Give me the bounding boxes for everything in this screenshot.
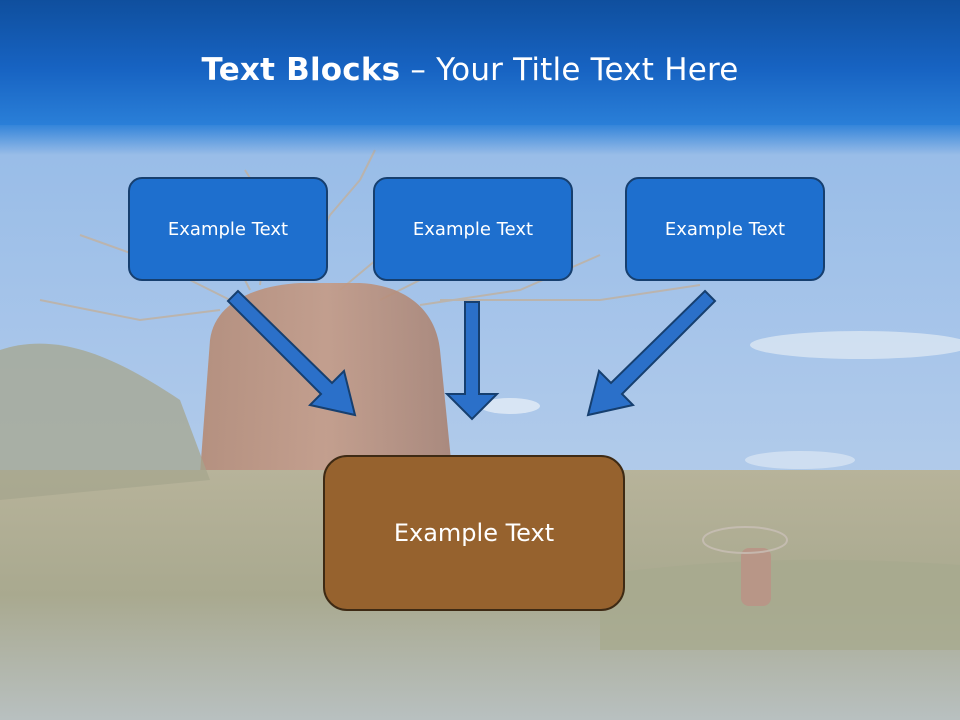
text-block-1[interactable]: Example Text bbox=[128, 177, 328, 281]
slide-title: Text Blocks – Your Title Text Here bbox=[0, 52, 940, 88]
title-bold: Text Blocks bbox=[201, 52, 401, 88]
arrow-left-icon bbox=[226, 289, 357, 417]
title-dash: – bbox=[400, 52, 437, 88]
text-block-3[interactable]: Example Text bbox=[625, 177, 825, 281]
text-block-2[interactable]: Example Text bbox=[373, 177, 573, 281]
title-rest: Your Title Text Here bbox=[436, 52, 739, 88]
arrow-down-icon bbox=[444, 301, 500, 421]
arrow-right-icon bbox=[586, 289, 717, 417]
target-block[interactable]: Example Text bbox=[323, 455, 625, 611]
